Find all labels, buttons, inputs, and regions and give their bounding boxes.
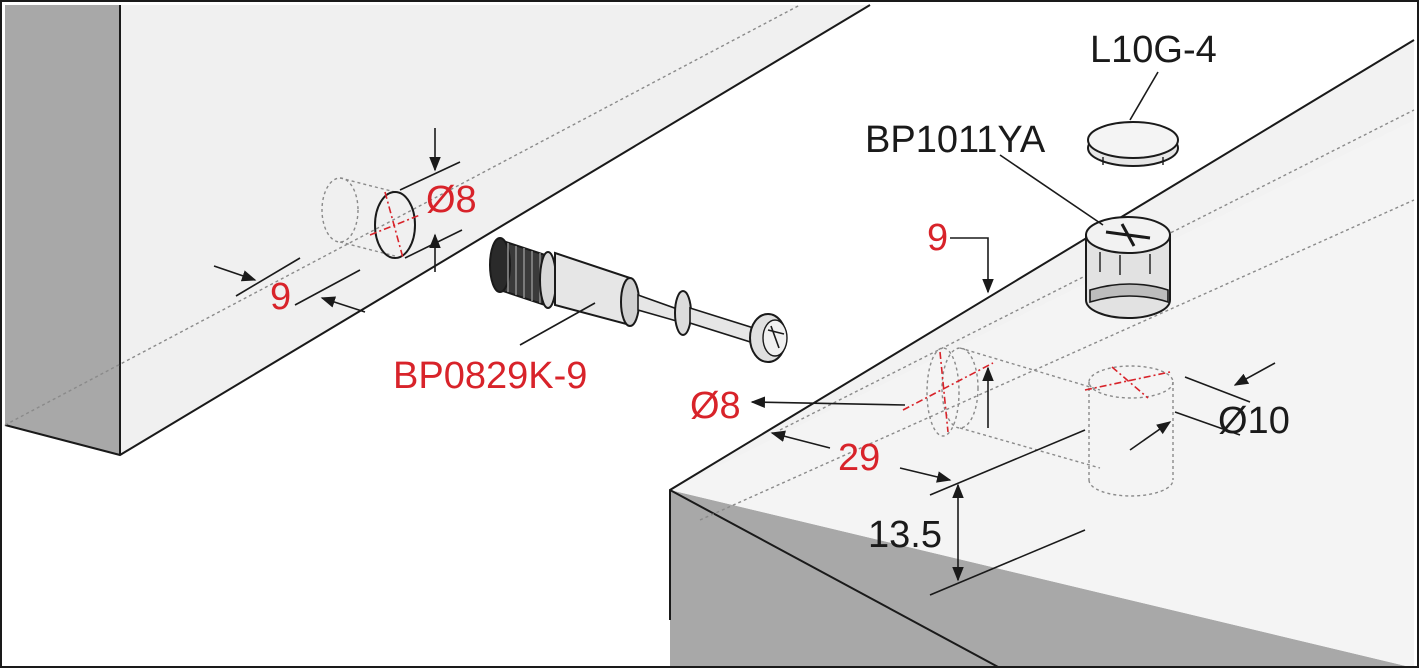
connecting-bolt — [489, 237, 788, 363]
left-hole-back — [321, 177, 359, 243]
cam-leader — [999, 154, 1104, 226]
phillips-slot-icon — [767, 325, 785, 349]
cam-lock — [1085, 216, 1171, 319]
top-edge-dimension — [950, 237, 994, 294]
cap-leader — [1129, 71, 1159, 121]
cover-cap — [1087, 121, 1179, 167]
bolt-hole-dia-label: Ø8 — [690, 385, 741, 427]
hole-depth-label: 29 — [838, 437, 880, 479]
cam-dia-label: Ø10 — [1218, 400, 1290, 442]
left-hole-crosshair-h — [369, 214, 421, 236]
right-panel — [669, 39, 1415, 668]
bolt-hole-crosshair-h — [902, 362, 994, 411]
left-hole — [321, 177, 421, 259]
left-edge-dimension — [213, 257, 366, 313]
offset-dimension — [929, 483, 1086, 596]
left-panel-end-face — [5, 5, 120, 455]
cam-offset-label: 13.5 — [868, 514, 942, 556]
left-hole-crosshair-v — [384, 191, 404, 259]
left-panel — [4, 4, 871, 457]
cam-part-label: BP1011YA — [865, 119, 1046, 161]
bolt-part-label: BP0829K-9 — [393, 355, 587, 397]
bolt-hole-dia-arrow — [750, 396, 906, 409]
left-hole-dia-label: Ø8 — [426, 179, 477, 221]
cap-part-label: L10G-4 — [1090, 29, 1217, 71]
left-hole-mouth — [374, 191, 416, 259]
cam-dia-dimension — [1129, 362, 1276, 451]
top-edge-dist-label: 9 — [927, 217, 948, 259]
bolt-leader — [519, 302, 596, 346]
right-panel-front-edge — [669, 489, 1001, 668]
cam-slot-icon — [1105, 223, 1151, 247]
bolt-hole-mouth — [941, 347, 979, 429]
cam-hole — [1084, 365, 1174, 497]
left-edge-dist-label: 9 — [270, 276, 291, 318]
bolt-hole — [902, 347, 1101, 469]
left-dia-dimension — [399, 128, 463, 272]
bolt-hole-crosshair-v — [939, 351, 949, 433]
